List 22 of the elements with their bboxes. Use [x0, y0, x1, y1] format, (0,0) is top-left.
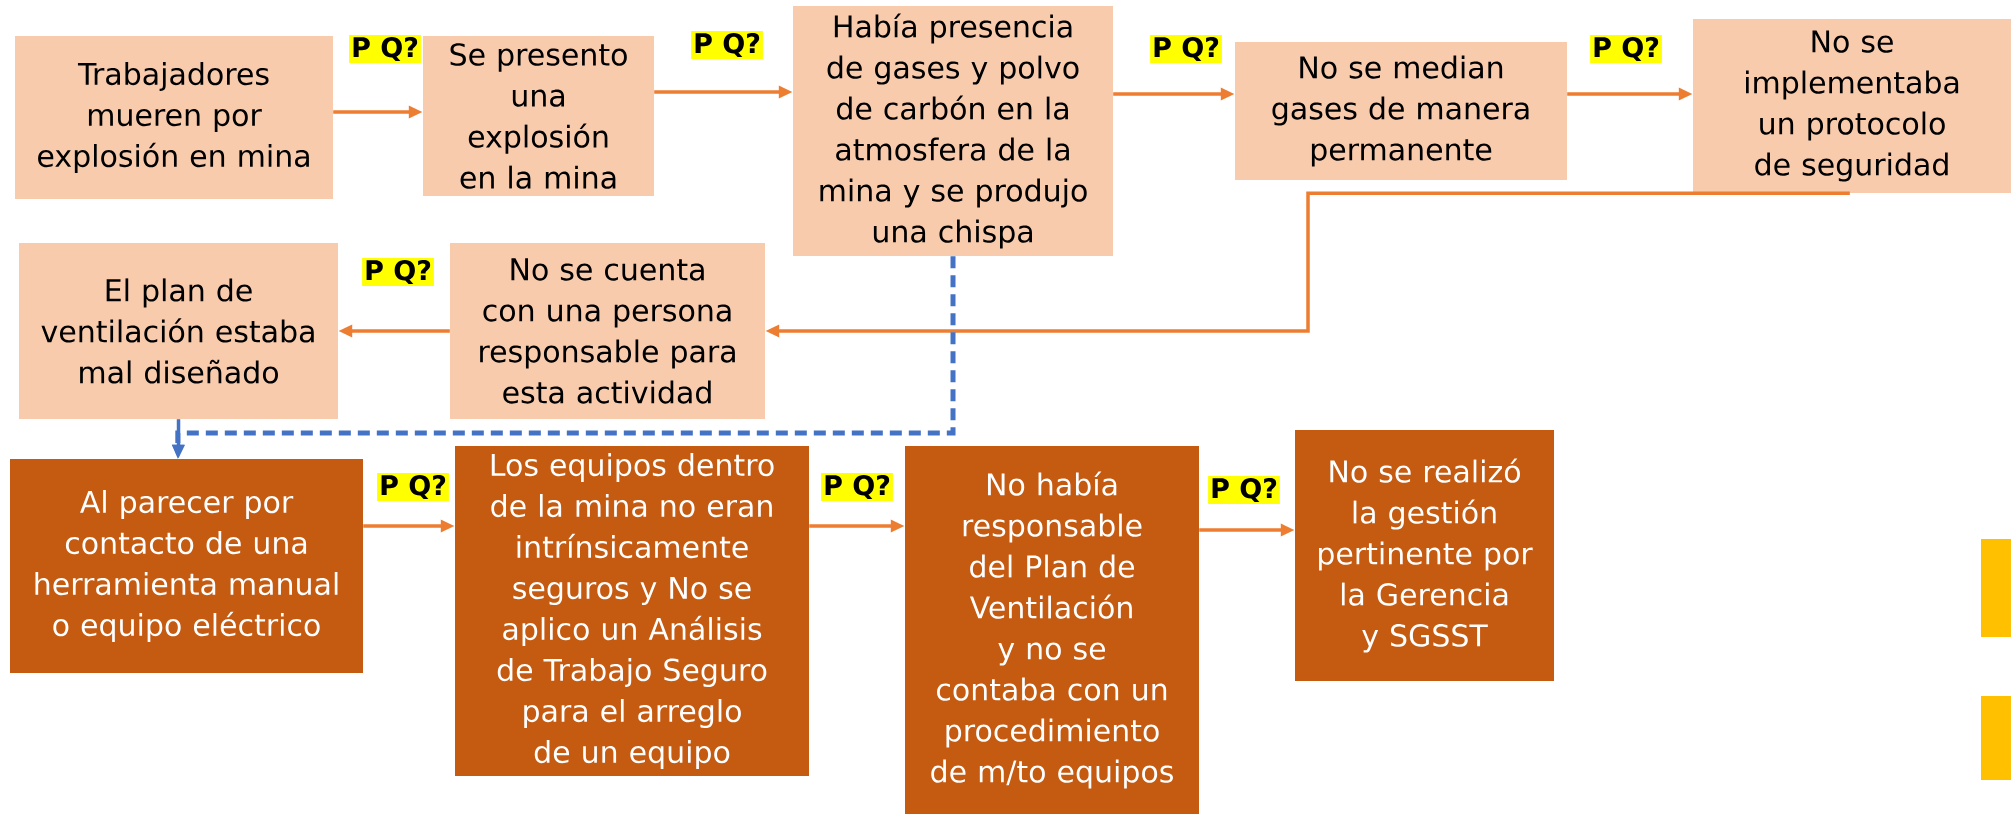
question-tag: P Q?	[377, 473, 449, 501]
cause-box: Trabajadores mueren por explosión en mina	[15, 36, 333, 199]
box	[1981, 539, 2011, 637]
cause-box: El plan de ventilación estaba mal diseñado	[19, 243, 338, 419]
cause-box: Al parecer por contacto de una herramienta manual o equipo eléctrico	[10, 459, 363, 673]
cause-box: Se presento una explosión en la mina	[423, 36, 654, 196]
question-tag: P Q?	[349, 35, 421, 63]
arrow	[171, 256, 956, 459]
question-tag: P Q?	[821, 473, 893, 501]
cause-box: No se implementaba un protocolo de seguridad	[1693, 19, 2011, 193]
box	[1981, 696, 2011, 780]
cause-box: No se cuenta con una persona responsable para esta actividad	[450, 243, 765, 419]
question-tag: P Q?	[362, 258, 434, 286]
cause-box: Había presencia de gases y polvo de carbón en la atmosfera de la mina y se produjo una chispa	[793, 6, 1113, 256]
question-tag: P Q?	[1208, 476, 1280, 504]
cause-box: No se realizó la gestión pertinente por la Gerencia y SGSST	[1295, 430, 1554, 681]
cause-box: No se median gases de manera permanente	[1235, 42, 1567, 180]
cause-box: No había responsable del Plan de Ventilación y no se contaba con un procedimiento de m/to equipos	[905, 446, 1199, 814]
cause-box: Los equipos dentro de la mina no eran intrínsicamente seguros y No se aplico un Análisis de Trabajo Seguro para el arreglo de un equipo	[455, 446, 809, 776]
question-tag: P Q?	[1150, 35, 1222, 63]
question-tag: P Q?	[691, 31, 763, 59]
question-tag: P Q?	[1590, 35, 1662, 63]
